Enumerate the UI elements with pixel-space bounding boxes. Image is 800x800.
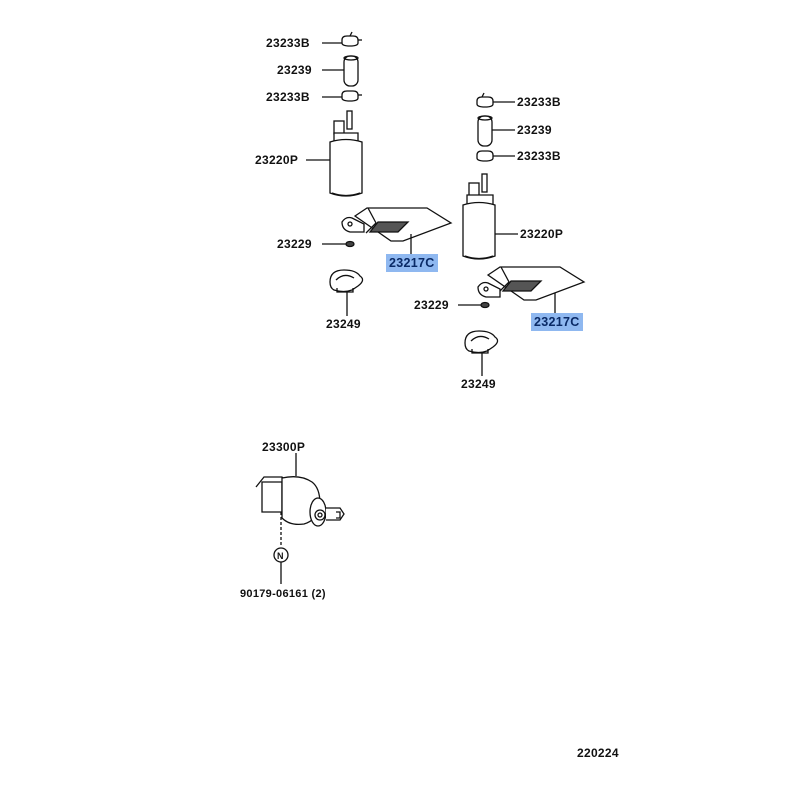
label-right-pump[interactable]: 23220P (520, 227, 564, 241)
figure-code: 220224 (577, 746, 619, 760)
label-right-cap-top[interactable]: 23233B (517, 95, 561, 109)
left-gasket-icon (345, 240, 355, 248)
right-hose-icon (477, 115, 493, 147)
label-right-cap-bottom[interactable]: 23233B (517, 149, 561, 163)
label-left-gasket[interactable]: 23229 (277, 237, 312, 251)
right-fuel-pump-icon (462, 173, 496, 260)
label-left-filter-highlighted[interactable]: 23217C (386, 254, 438, 272)
right-cap-bottom-icon (476, 150, 494, 162)
left-filter-icon (341, 207, 453, 242)
right-bracket-icon (464, 330, 499, 354)
right-filter-icon (477, 266, 586, 301)
left-cap-bottom-icon (341, 90, 362, 102)
label-left-cap-bottom[interactable]: 23233B (266, 90, 310, 104)
right-gasket-icon (480, 301, 490, 309)
label-left-cap-top[interactable]: 23233B (266, 36, 310, 50)
label-left-hose[interactable]: 23239 (277, 63, 312, 77)
left-cap-top-icon (341, 31, 362, 47)
left-hose-icon (343, 55, 359, 87)
label-right-gasket[interactable]: 23229 (414, 298, 449, 312)
label-fuel-filter[interactable]: 23300P (262, 440, 306, 454)
right-cap-top-icon (476, 92, 494, 108)
left-fuel-pump-icon (329, 110, 363, 197)
label-left-pump[interactable]: 23220P (255, 153, 299, 167)
label-right-bracket[interactable]: 23249 (461, 377, 496, 391)
label-left-bracket[interactable]: 23249 (326, 317, 361, 331)
nut-symbol-letter: N (277, 551, 284, 561)
label-right-hose[interactable]: 23239 (517, 123, 552, 137)
label-nut[interactable]: 90179-06161 (2) (240, 588, 326, 600)
label-right-filter-highlighted[interactable]: 23217C (531, 313, 583, 331)
fuel-filter-icon (255, 476, 345, 527)
left-bracket-icon (329, 269, 364, 293)
